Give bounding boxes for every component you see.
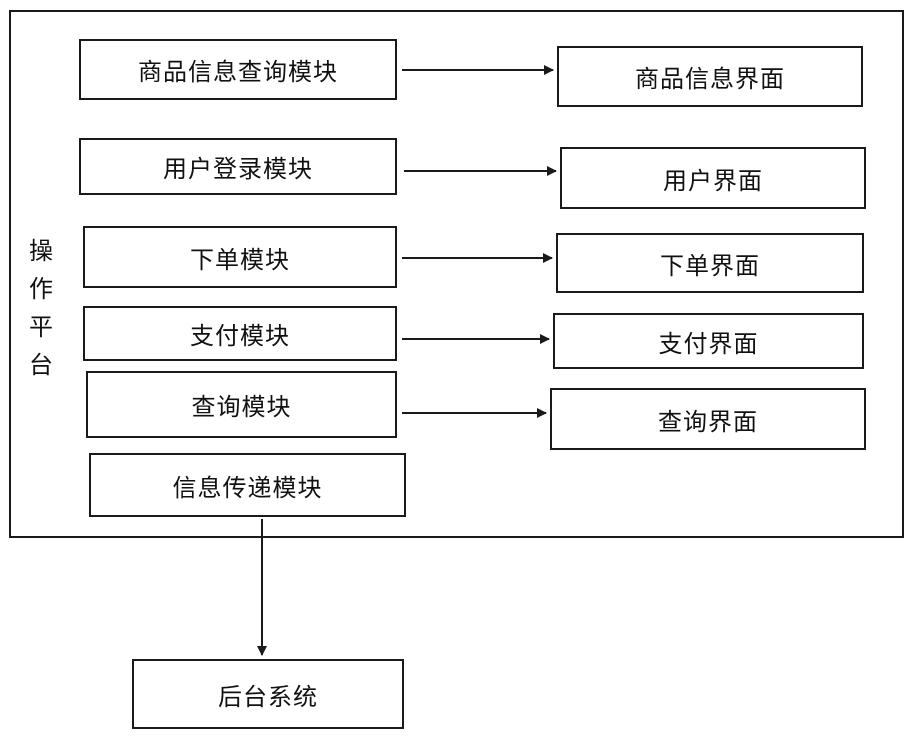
interface-order: 下单界面 [556,233,864,293]
backend-system: 后台系统 [132,659,404,729]
operation-platform-frame [9,10,904,538]
module-info-transfer: 信息传递模块 [89,453,406,517]
interface-query: 查询界面 [550,388,866,450]
module-query: 查询模块 [86,371,397,438]
operation-platform-label: 操作平台 [29,237,53,379]
interface-payment: 支付界面 [553,313,864,369]
module-payment: 支付模块 [83,306,397,361]
module-user-login: 用户登录模块 [79,138,397,195]
interface-user: 用户界面 [560,147,866,209]
module-order: 下单模块 [83,226,397,288]
interface-product-info: 商品信息界面 [557,46,863,107]
module-product-info-query: 商品信息查询模块 [79,39,397,100]
